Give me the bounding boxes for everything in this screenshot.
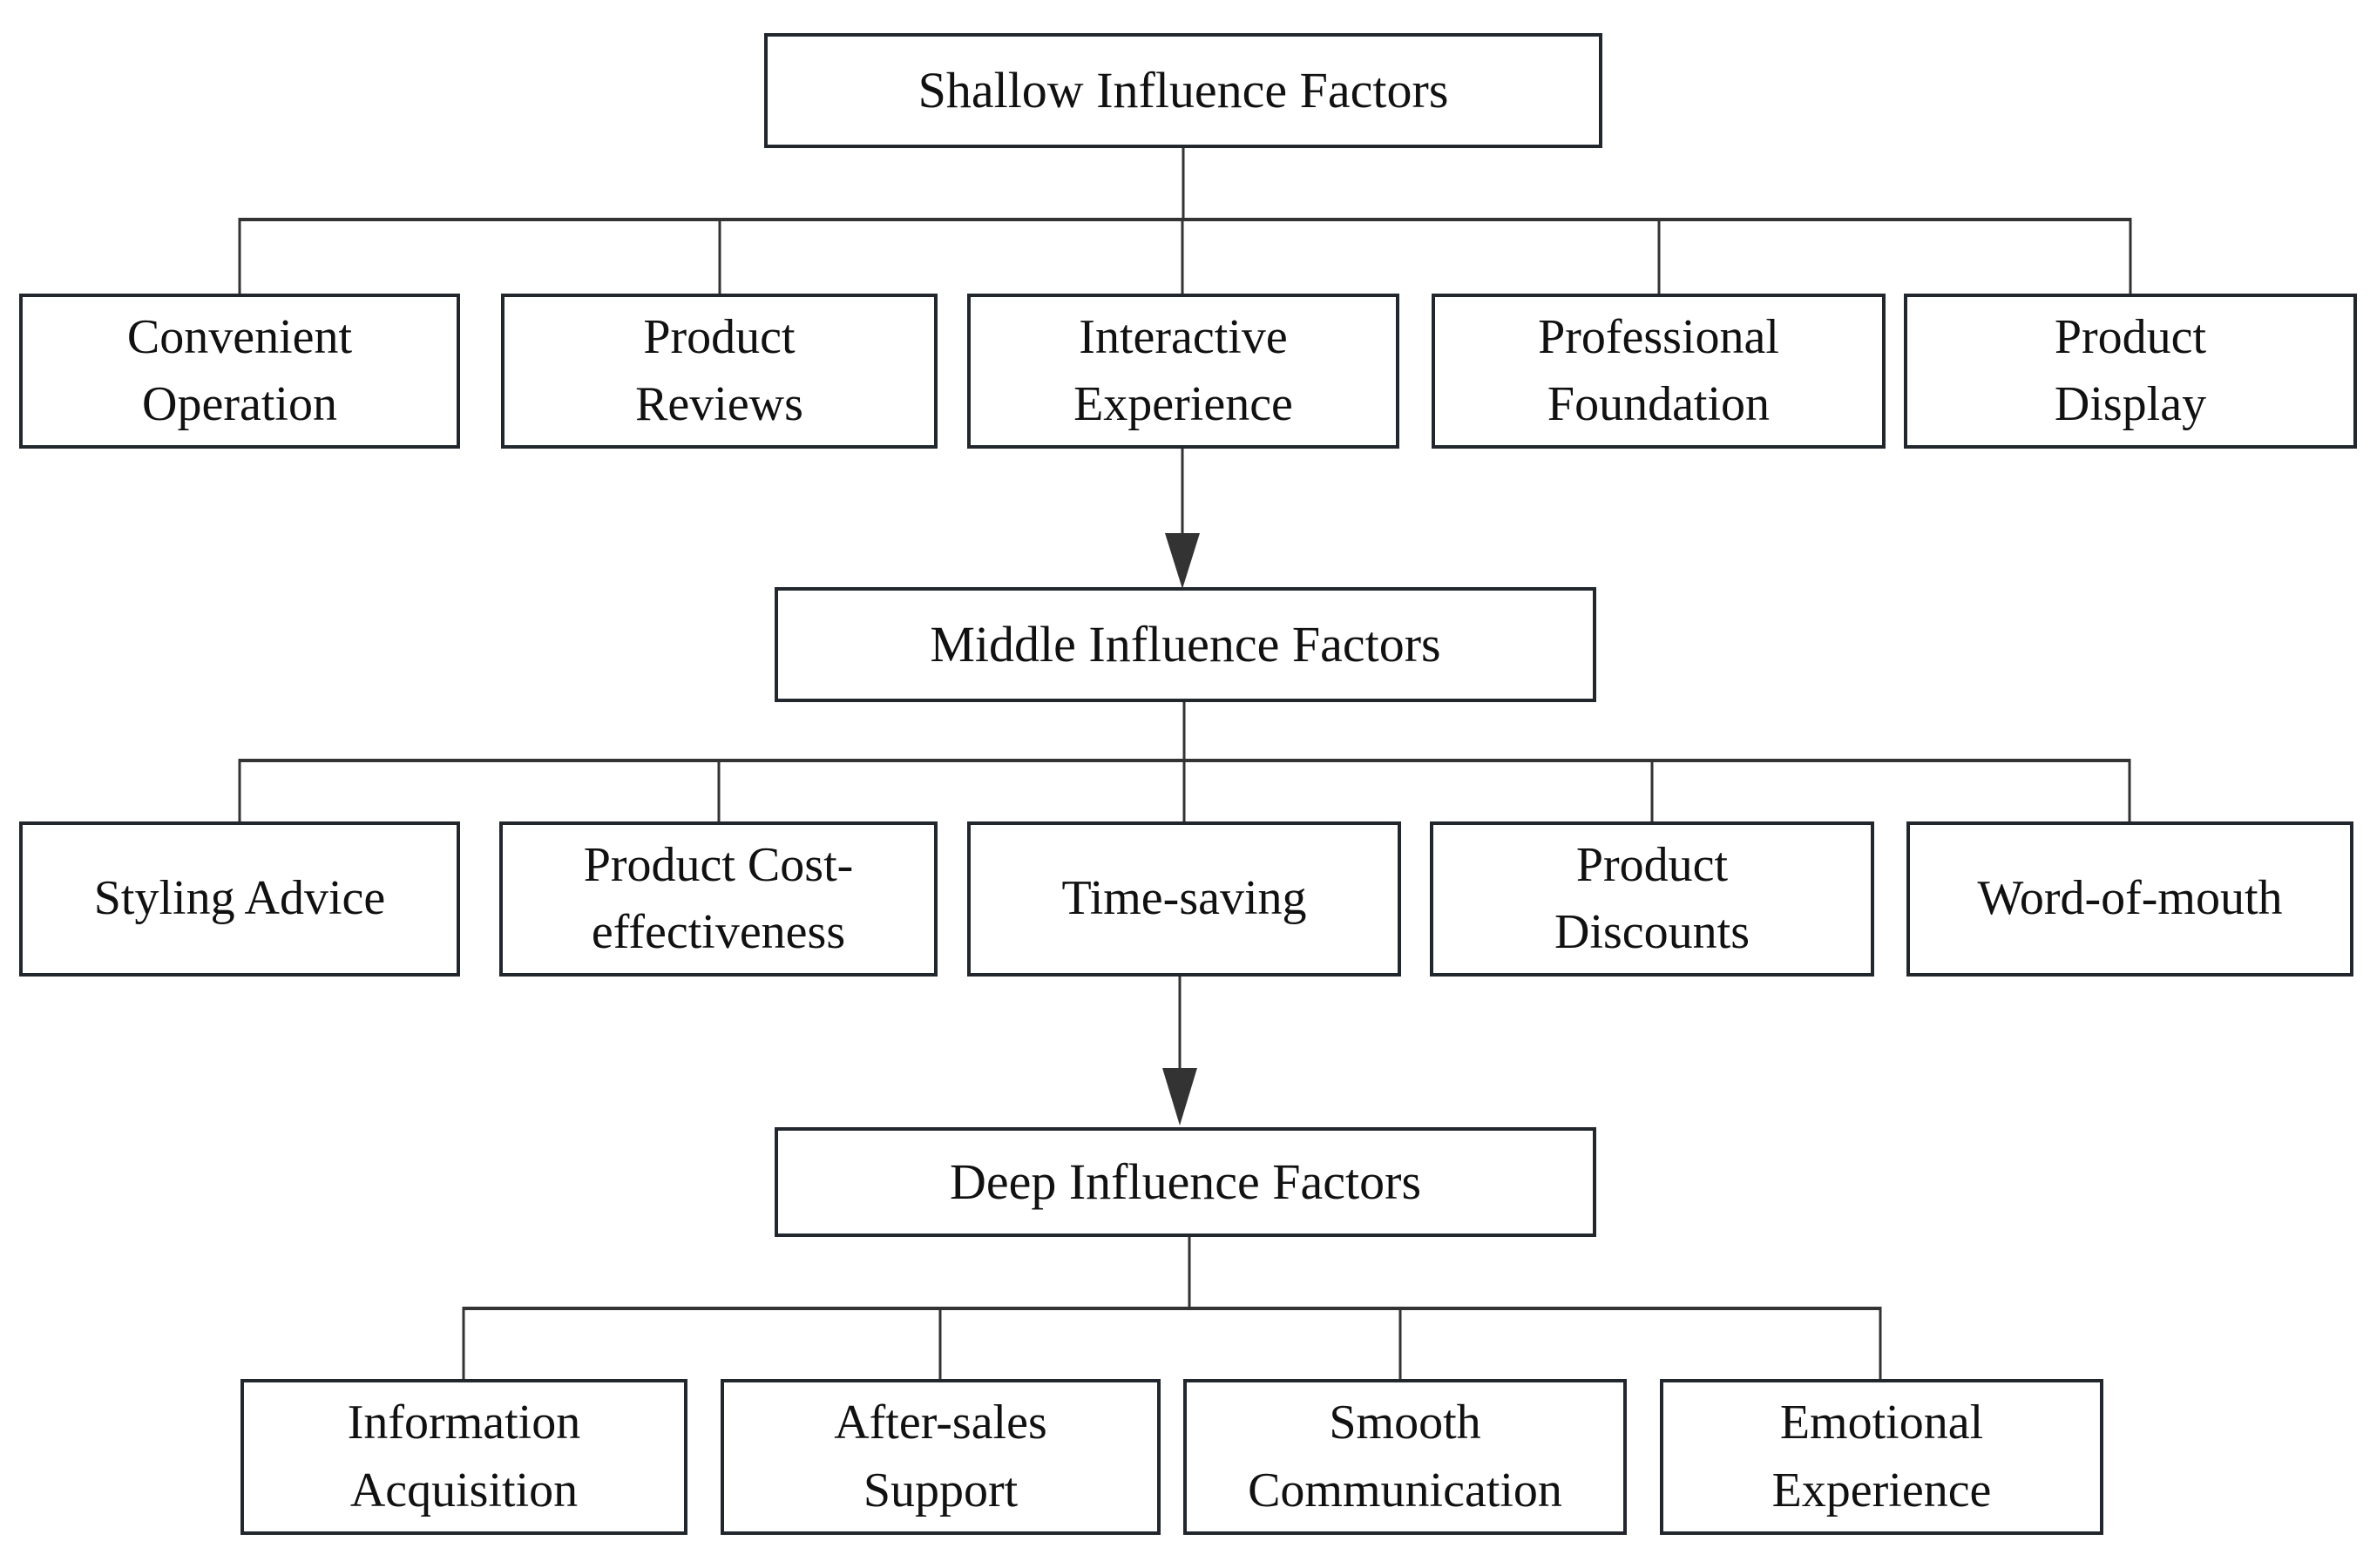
node-word-of-mouth: Word-of-mouth <box>1906 821 2353 977</box>
node-after-sales-support: After-sales Support <box>721 1379 1161 1535</box>
arrow-to-middle <box>1165 449 1200 589</box>
arrow-to-deep <box>1162 977 1197 1125</box>
node-styling-advice: Styling Advice <box>19 821 460 977</box>
node-emotional-experience: Emotional Experience <box>1660 1379 2103 1535</box>
node-shallow-influence-factors: Shallow Influence Factors <box>764 33 1602 148</box>
node-product-cost-effectiveness: Product Cost- effectiveness <box>499 821 938 977</box>
node-professional-foundation: Professional Foundation <box>1432 294 1886 449</box>
node-product-display: Product Display <box>1904 294 2357 449</box>
level3-connector <box>462 1236 1882 1379</box>
level2-connector <box>238 702 2131 821</box>
level1-connector <box>238 148 2132 294</box>
node-product-reviews: Product Reviews <box>501 294 938 449</box>
node-deep-influence-factors: Deep Influence Factors <box>775 1127 1596 1237</box>
node-interactive-experience: Interactive Experience <box>967 294 1399 449</box>
node-smooth-communication: Smooth Communication <box>1183 1379 1627 1535</box>
node-product-discounts: Product Discounts <box>1430 821 1874 977</box>
node-middle-influence-factors: Middle Influence Factors <box>775 587 1596 702</box>
node-time-saving: Time-saving <box>967 821 1401 977</box>
node-convenient-operation: Convenient Operation <box>19 294 460 449</box>
node-information-acquisition: Information Acquisition <box>240 1379 687 1535</box>
